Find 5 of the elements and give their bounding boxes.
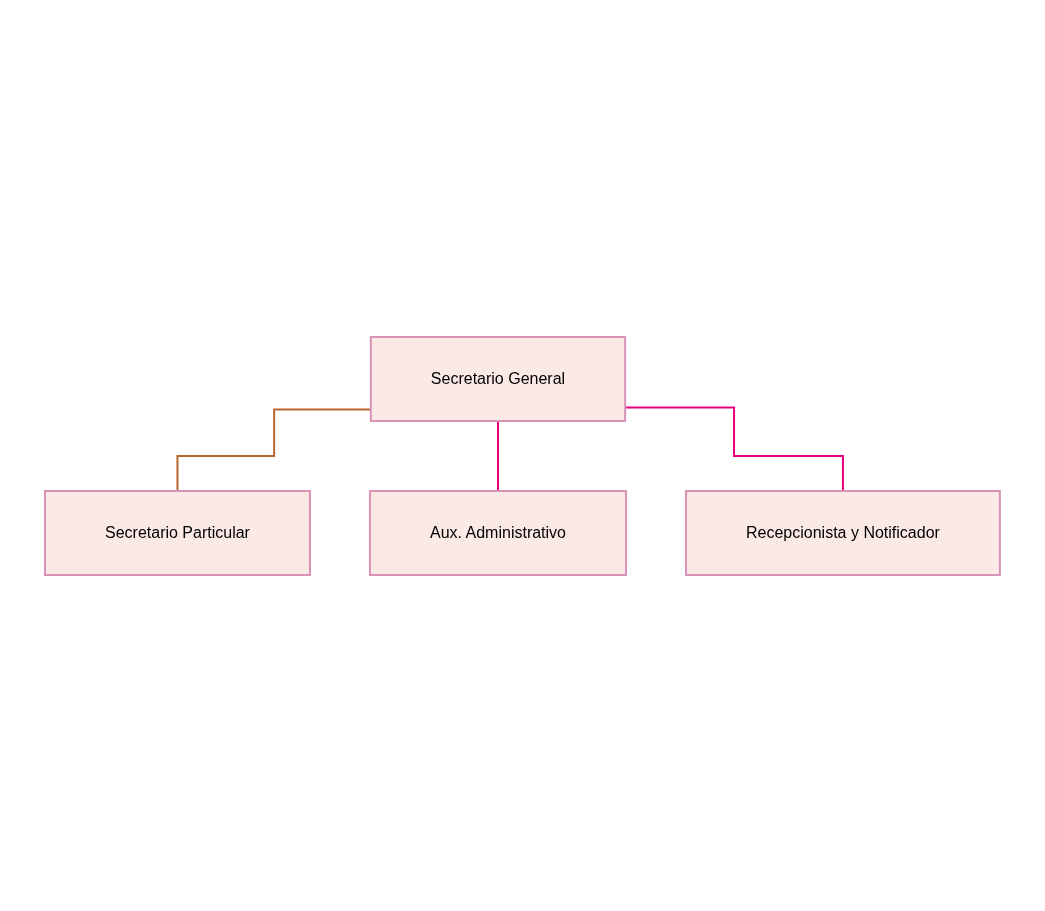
connector xyxy=(497,419,500,492)
node-box: Secretario Particular xyxy=(44,489,311,576)
node-box: Aux. Administrativo xyxy=(369,489,628,576)
node-box: Recepcionista y Notificador xyxy=(685,489,1001,576)
node-box: Secretario General xyxy=(369,335,627,422)
